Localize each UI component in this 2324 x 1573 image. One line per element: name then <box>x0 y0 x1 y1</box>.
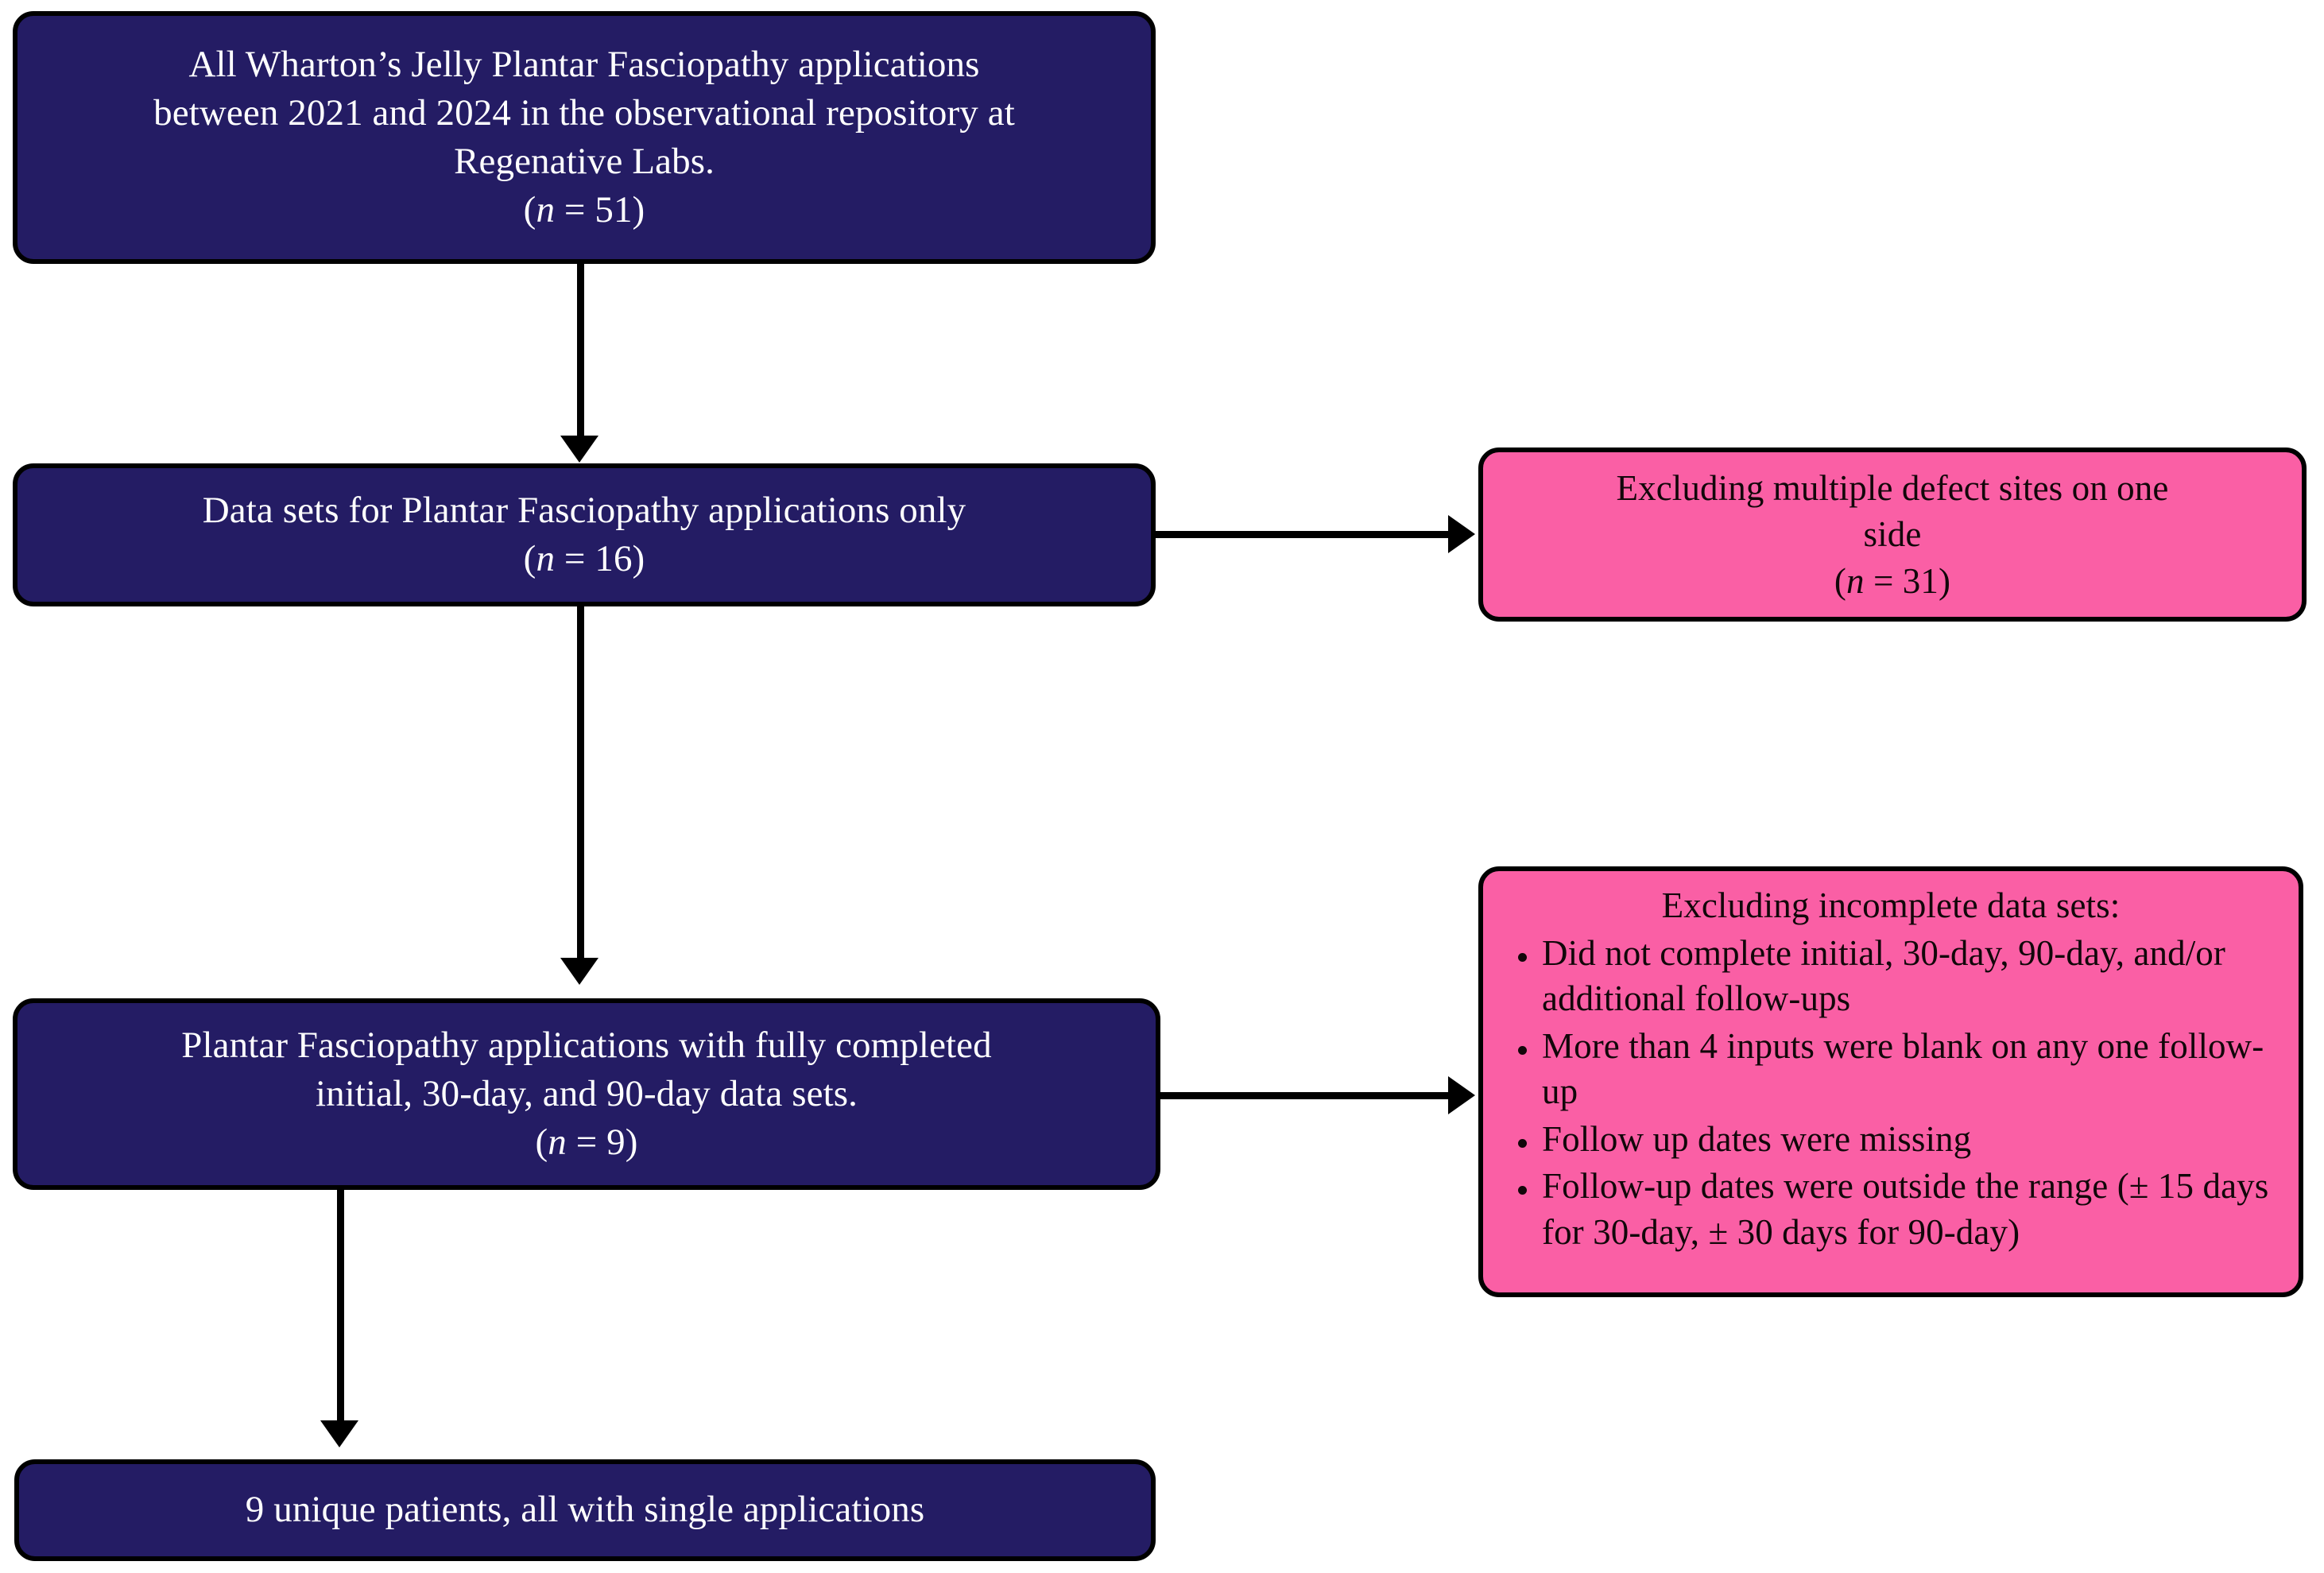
list-item: Follow-up dates were outside the range (… <box>1518 1164 2281 1255</box>
node-all-applications-line1: All Wharton’s Jelly Plantar Fasciopathy … <box>188 43 980 85</box>
node-fully-completed-count: (n = 9) <box>38 1118 1135 1167</box>
exclusion-multiple-sites-line1: Excluding multiple defect sites on one <box>1616 467 2169 508</box>
list-item: Did not complete initial, 30-day, 90-day… <box>1518 931 2281 1022</box>
node-fully-completed-data-sets-content: Plantar Fasciopathy applications with fu… <box>17 1021 1156 1167</box>
list-item: More than 4 inputs were blank on any one… <box>1518 1024 2281 1115</box>
exclusion-incomplete-heading: Excluding incomplete data sets: <box>1661 885 2121 925</box>
node-plantar-fasciopathy-only-count: (n = 16) <box>38 535 1130 583</box>
count-paren-open: ( <box>523 538 536 579</box>
count-value: = 51) <box>555 189 645 231</box>
node-exclusion-incomplete-data-sets[interactable]: Excluding incomplete data sets: Did not … <box>1478 866 2303 1297</box>
node-plantar-fasciopathy-only-line1: Data sets for Plantar Fasciopathy applic… <box>202 489 966 531</box>
node-exclusion-multiple-defect-sites-content: Excluding multiple defect sites on one s… <box>1483 465 2302 605</box>
count-variable-n: n <box>536 189 556 231</box>
connector-plantar-to-completed-line <box>577 606 584 966</box>
list-item: Follow up dates were missing <box>1518 1117 2281 1163</box>
count-value: = 9) <box>566 1122 638 1164</box>
node-fully-completed-line2: initial, 30-day, and 90-day data sets. <box>315 1072 858 1114</box>
node-all-applications-line2: between 2021 and 2024 in the observation… <box>153 91 1015 134</box>
node-exclusion-multiple-defect-sites[interactable]: Excluding multiple defect sites on one s… <box>1478 447 2307 622</box>
count-paren-open: ( <box>1834 560 1846 601</box>
connector-completed-to-exclusion2-arrowhead-icon <box>1448 1076 1475 1114</box>
connector-plantar-to-exclusion1-line <box>1156 531 1451 538</box>
connector-plantar-to-completed-arrowhead-icon <box>560 958 598 985</box>
connector-all-to-plantar-line <box>577 264 584 444</box>
node-unique-patients-line1: 9 unique patients, all with single appli… <box>245 1489 925 1531</box>
node-exclusion-incomplete-data-sets-content: Excluding incomplete data sets: Did not … <box>1483 871 2299 1257</box>
count-variable-n: n <box>548 1122 567 1164</box>
connector-completed-to-patients-arrowhead-icon <box>320 1420 358 1447</box>
exclusion-multiple-sites-count: (n = 31) <box>1504 558 2281 605</box>
connector-plantar-to-exclusion1-arrowhead-icon <box>1448 515 1475 553</box>
node-all-applications-count: (n = 51) <box>38 186 1130 234</box>
node-all-applications[interactable]: All Wharton’s Jelly Plantar Fasciopathy … <box>13 11 1156 264</box>
count-value: = 16) <box>555 538 645 579</box>
node-plantar-fasciopathy-only-content: Data sets for Plantar Fasciopathy applic… <box>17 486 1151 583</box>
connector-all-to-plantar-arrowhead-icon <box>560 436 598 463</box>
count-paren-open: ( <box>523 189 536 231</box>
connector-completed-to-patients-line <box>337 1190 344 1428</box>
exclusion-multiple-sites-line2: side <box>1863 514 1922 555</box>
exclusion-incomplete-list: Did not complete initial, 30-day, 90-day… <box>1501 931 2281 1256</box>
node-all-applications-line3: Regenative Labs. <box>454 141 715 182</box>
count-paren-open: ( <box>535 1122 548 1164</box>
node-fully-completed-data-sets[interactable]: Plantar Fasciopathy applications with fu… <box>13 998 1160 1190</box>
count-value: = 31) <box>1864 560 1951 601</box>
count-variable-n: n <box>536 538 556 579</box>
node-fully-completed-line1: Plantar Fasciopathy applications with fu… <box>181 1024 992 1066</box>
node-unique-patients-content: 9 unique patients, all with single appli… <box>19 1486 1151 1534</box>
connector-completed-to-exclusion2-line <box>1160 1092 1451 1099</box>
node-unique-patients[interactable]: 9 unique patients, all with single appli… <box>14 1459 1156 1561</box>
node-plantar-fasciopathy-only[interactable]: Data sets for Plantar Fasciopathy applic… <box>13 463 1156 606</box>
count-variable-n: n <box>1846 560 1865 601</box>
node-all-applications-content: All Wharton’s Jelly Plantar Fasciopathy … <box>17 41 1151 234</box>
